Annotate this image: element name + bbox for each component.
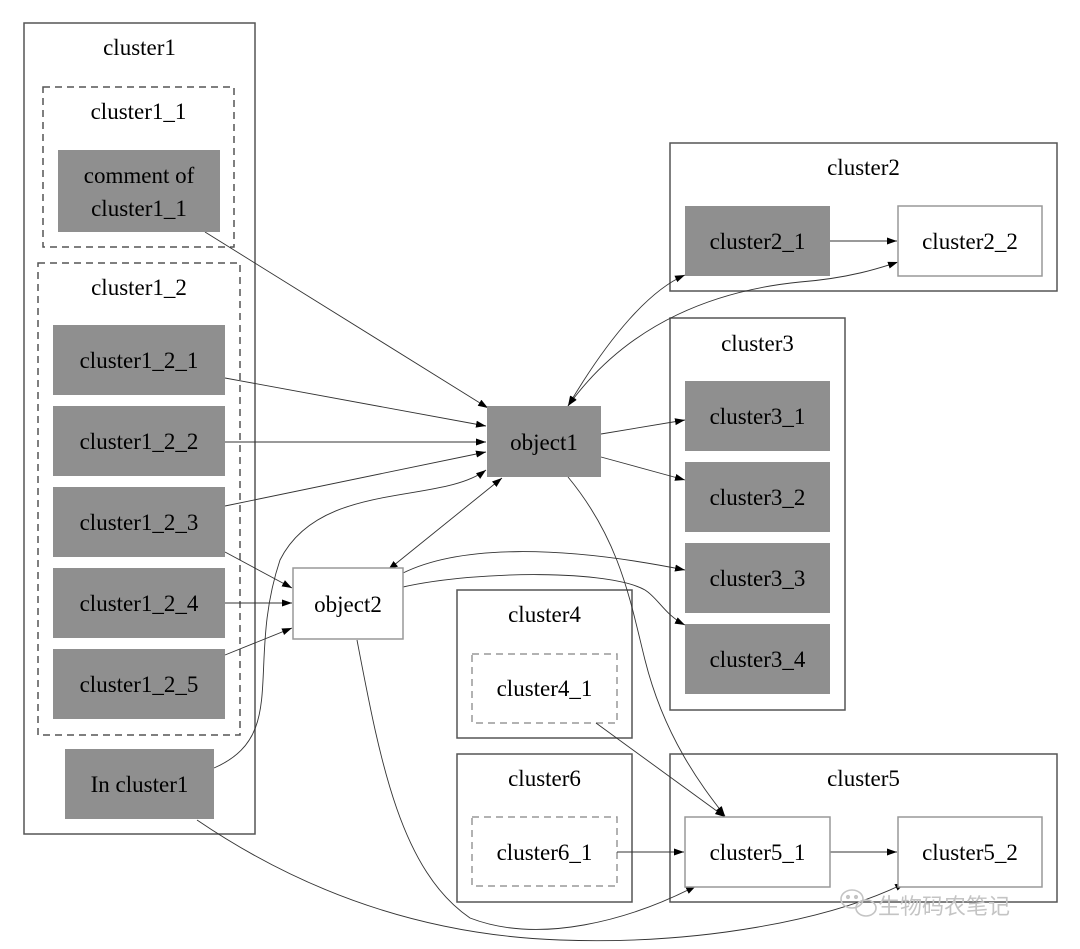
cluster1: cluster1: [23, 22, 256, 835]
node-cluster1-2-1[interactable]: cluster1_2_1: [53, 325, 225, 395]
node-comment-line1: comment of: [84, 163, 195, 188]
cluster5: cluster5: [669, 753, 1058, 903]
node-cluster2-1-label: cluster2_1: [710, 229, 806, 254]
node-cluster3-1-label: cluster3_1: [710, 404, 806, 429]
edge-in-cluster1-to-cluster5-2: [196, 819, 906, 942]
cluster6-label: cluster6: [508, 766, 581, 791]
node-cluster3-4-label: cluster3_4: [710, 647, 806, 672]
cluster3-label: cluster3: [721, 331, 794, 356]
edge-object1-cluster2-1: [567, 274, 686, 407]
node-cluster6-1-label: cluster6_1: [497, 840, 593, 865]
node-cluster6-1[interactable]: cluster6_1: [497, 840, 593, 865]
node-in-cluster1-label: In cluster1: [91, 772, 189, 797]
node-cluster1-2-1-label: cluster1_2_1: [80, 348, 199, 373]
edge-object1-to-cluster5-1: [567, 476, 726, 817]
edge-cluster4-1-to-cluster5-1: [595, 722, 726, 818]
edge-cluster1-2-3-to-object1: [224, 450, 487, 507]
node-cluster3-3-label: cluster3_3: [710, 566, 806, 591]
cluster6: cluster6: [456, 753, 633, 903]
node-cluster1-2-3-label: cluster1_2_3: [80, 510, 199, 535]
node-cluster1-2-3[interactable]: cluster1_2_3: [53, 487, 225, 557]
node-cluster5-2[interactable]: cluster5_2: [897, 816, 1043, 888]
node-cluster5-2-label: cluster5_2: [922, 840, 1018, 865]
node-in-cluster1[interactable]: In cluster1: [65, 749, 214, 819]
edge-cluster1-2-3-to-object2: [224, 551, 293, 589]
node-cluster3-4[interactable]: cluster3_4: [685, 624, 830, 694]
edge-comment-to-object1: [204, 231, 489, 409]
node-comment-line2: cluster1_1: [91, 196, 187, 221]
cluster5-label: cluster5: [827, 766, 900, 791]
node-object1-label: object1: [510, 430, 578, 455]
edge-cluster1-2-1-to-object1: [224, 377, 487, 428]
node-cluster1-2-5[interactable]: cluster1_2_5: [53, 649, 225, 719]
node-object1[interactable]: object1: [487, 406, 601, 477]
cluster1-2-label: cluster1_2: [91, 275, 187, 300]
watermark-text: 生物码农笔记: [878, 895, 1011, 920]
watermark: 生物码农笔记: [838, 889, 1010, 921]
edge-object1-to-cluster3-1: [600, 418, 686, 435]
node-cluster5-1-label: cluster5_1: [710, 840, 806, 865]
edge-object2-to-cluster5-1: [356, 639, 697, 930]
node-cluster1-2-5-label: cluster1_2_5: [80, 672, 199, 697]
node-cluster1-2-2-label: cluster1_2_2: [80, 429, 199, 454]
node-cluster4-1-label: cluster4_1: [497, 676, 593, 701]
node-cluster3-3[interactable]: cluster3_3: [685, 543, 830, 613]
edge-object1-object2: [387, 477, 503, 571]
node-cluster2-2[interactable]: cluster2_2: [897, 205, 1043, 277]
cluster1-label: cluster1: [103, 35, 176, 60]
node-cluster1-2-4-label: cluster1_2_4: [80, 591, 199, 616]
node-cluster3-1[interactable]: cluster3_1: [685, 381, 830, 451]
cluster2-label: cluster2: [827, 155, 900, 180]
node-object2[interactable]: object2: [292, 567, 404, 640]
cluster1-2: cluster1_2: [37, 262, 241, 736]
node-cluster3-2-label: cluster3_2: [710, 485, 806, 510]
edge-object1-cluster2-2: [567, 261, 899, 407]
node-comment-cluster1-1[interactable]: comment of cluster1_1: [58, 150, 220, 232]
wechat-icon: [840, 889, 877, 917]
node-cluster4-1[interactable]: cluster4_1: [497, 676, 593, 701]
cluster4: cluster4: [456, 589, 633, 739]
cluster1-1-label: cluster1_1: [91, 99, 187, 124]
edge-cluster1-2-5-to-object2: [224, 627, 293, 656]
node-cluster1-2-2[interactable]: cluster1_2_2: [53, 406, 225, 476]
node-cluster3-2[interactable]: cluster3_2: [685, 462, 830, 532]
node-cluster2-1[interactable]: cluster2_1: [685, 206, 830, 276]
node-object2-label: object2: [314, 592, 382, 617]
cluster4-label: cluster4: [508, 602, 581, 627]
node-cluster2-2-label: cluster2_2: [922, 229, 1018, 254]
cluster1-1: cluster1_1: [42, 86, 235, 248]
edges: [196, 231, 906, 942]
cluster6-1: [471, 816, 618, 887]
cluster4-1: [471, 653, 618, 724]
edge-object1-to-cluster3-2: [600, 456, 686, 481]
node-cluster5-1[interactable]: cluster5_1: [684, 816, 831, 888]
edge-object2-to-cluster3-4: [402, 574, 686, 626]
node-cluster1-2-4[interactable]: cluster1_2_4: [53, 568, 225, 638]
edge-object2-to-cluster3-3: [402, 551, 686, 574]
